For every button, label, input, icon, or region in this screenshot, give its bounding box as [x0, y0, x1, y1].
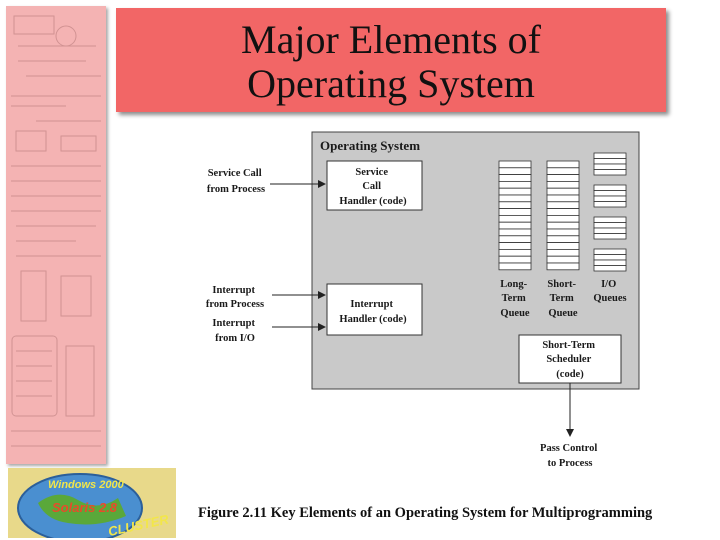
service-call-input-label: Service Call from Process	[207, 168, 265, 195]
queue-slot	[498, 160, 532, 169]
queue-slot	[546, 160, 580, 169]
queue-slot	[593, 190, 627, 197]
queue-slot	[498, 174, 532, 182]
logo-text-mid: Solaris 2.8	[52, 500, 118, 515]
queue-slot	[498, 167, 532, 176]
queue-slot	[593, 233, 627, 240]
queue-slot	[593, 169, 627, 176]
queue-slot	[498, 201, 532, 210]
queue-slot	[546, 180, 580, 189]
queue-slot	[593, 254, 627, 261]
io-queues-stacks	[593, 152, 627, 272]
queue-slot	[593, 222, 627, 229]
queue-slot	[546, 194, 580, 203]
queue-slot	[546, 221, 580, 230]
queue-slot	[498, 248, 532, 257]
queue-slot	[546, 228, 580, 237]
queue-slot	[593, 195, 627, 202]
interrupt-from-io-label: Interrupt from I/O	[212, 318, 257, 344]
interrupt-from-process-label: Interrupt from Process	[206, 285, 264, 310]
queue-slot	[498, 187, 532, 196]
short-term-queue-stack	[546, 160, 580, 271]
title-line-2: Operating System	[247, 61, 535, 106]
queue-slot	[546, 262, 580, 271]
queue-slot	[593, 201, 627, 208]
queue-slot	[498, 242, 532, 250]
title-line-1: Major Elements of	[241, 17, 541, 62]
title-banner: Major Elements of Operating System	[116, 8, 666, 112]
short-term-queue-label: Short- Term Queue	[547, 279, 578, 319]
queue-slot	[498, 214, 532, 223]
queue-slot	[546, 167, 580, 176]
queue-slot	[546, 242, 580, 250]
queue-slot	[546, 208, 580, 216]
queue-slot	[498, 208, 532, 216]
queue-slot	[498, 235, 532, 244]
queue-slot	[593, 152, 627, 159]
long-term-queue-stack	[498, 160, 532, 271]
queue-slot	[546, 174, 580, 182]
queue-slot	[546, 201, 580, 210]
scheduler-label: Short-Term Scheduler (code)	[542, 340, 597, 380]
interrupt-handler-box	[326, 283, 423, 336]
interrupt-handler-label: Interrupt Handler (code)	[339, 299, 407, 325]
scheduler-box	[518, 334, 622, 384]
service-call-handler-label: Service Call Handler (code)	[339, 167, 407, 207]
slide-title: Major Elements of Operating System	[116, 18, 666, 106]
cluster-logo: Windows 2000 Solaris 2.8 CLUSTER	[8, 468, 176, 538]
queue-slot	[593, 259, 627, 266]
queue-slot	[498, 221, 532, 230]
queue-slot	[593, 248, 627, 255]
queue-slot	[498, 228, 532, 237]
queue-slot	[546, 235, 580, 244]
queue-slot	[593, 163, 627, 170]
queue-slot	[593, 227, 627, 234]
queue-slot	[593, 184, 627, 191]
figure-caption: Figure 2.11 Key Elements of an Operating…	[198, 505, 653, 521]
queue-slot	[546, 255, 580, 264]
queue-slot	[593, 216, 627, 223]
queue-slot	[546, 248, 580, 257]
queue-slot	[498, 262, 532, 271]
sidebar-decoration	[6, 6, 106, 464]
os-label: Operating System	[320, 138, 420, 153]
queue-slot	[546, 214, 580, 223]
queue-slot	[593, 158, 627, 165]
sidebar-pattern	[11, 15, 101, 447]
logo-text-top: Windows 2000	[48, 479, 125, 491]
service-call-handler-box	[326, 160, 423, 211]
io-queues-label: I/O Queues	[593, 279, 626, 304]
long-term-queue-label: Long- Term Queue	[500, 279, 530, 319]
queue-slot	[498, 255, 532, 264]
queue-slot	[593, 265, 627, 272]
queue-slot	[498, 180, 532, 189]
pass-control-label: Pass Control to Process	[540, 443, 600, 469]
queue-slot	[498, 194, 532, 203]
queue-slot	[546, 187, 580, 196]
